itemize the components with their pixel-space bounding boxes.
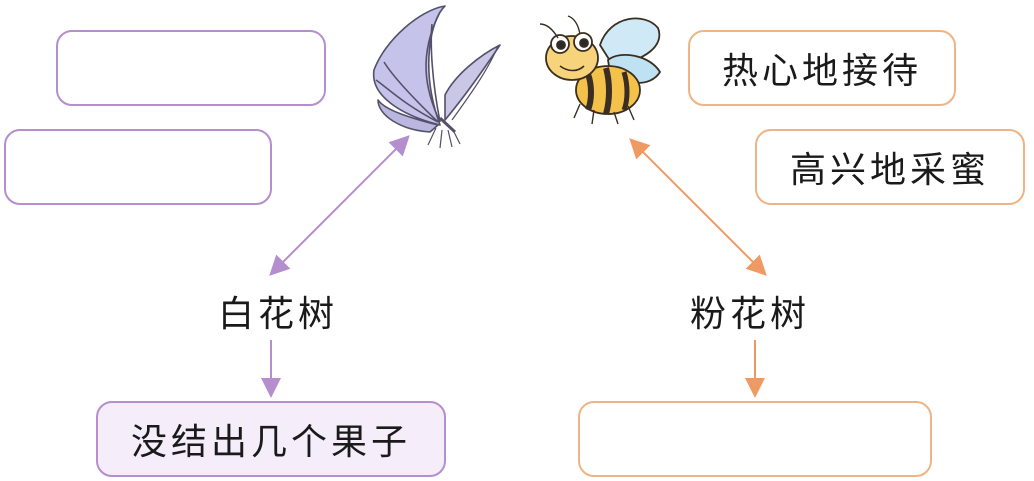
bee-behavior-box-1: 热心地接待 <box>688 30 956 106</box>
bee-behavior-box-2: 高兴地采蜜 <box>755 129 1025 205</box>
white-tree-result-box: 没结出几个果子 <box>96 401 446 477</box>
bee-behavior-text-1: 热心地接待 <box>721 51 922 92</box>
bee-tree-double-arrow <box>629 138 767 276</box>
pink-tree-result-box[interactable] <box>578 401 932 477</box>
bee-behavior-text-2: 高兴地采蜜 <box>789 150 990 191</box>
butterfly-answer-box-1[interactable] <box>56 30 326 106</box>
pink-tree-label: 粉花树 <box>690 294 811 335</box>
white-tree-result-text: 没结出几个果子 <box>130 422 411 463</box>
butterfly-tree-double-arrow <box>269 135 410 276</box>
butterfly-answer-box-2[interactable] <box>4 129 272 205</box>
white-tree-label: 白花树 <box>218 294 339 335</box>
